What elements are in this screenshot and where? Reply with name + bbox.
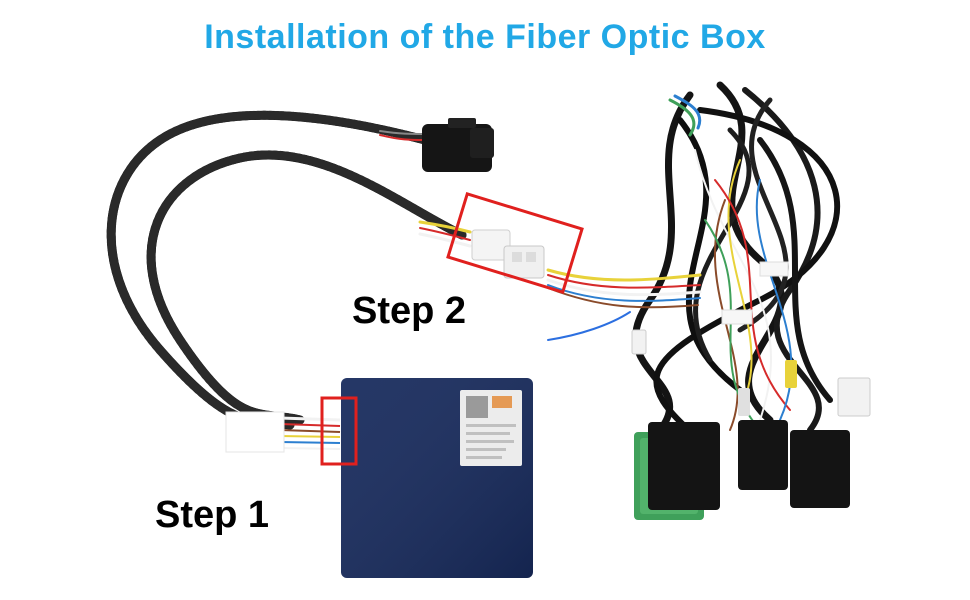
white-inline-connector <box>471 229 545 279</box>
vehicle-connectors <box>631 261 871 520</box>
qr-code-icon <box>466 396 488 418</box>
step1-highlight-box <box>320 396 358 466</box>
page-title: Installation of the Fiber Optic Box <box>204 18 766 56</box>
signal-wires <box>546 268 702 341</box>
brand-logo-icon <box>492 396 512 408</box>
loom-cables <box>106 110 472 430</box>
wire-harness-bundle <box>632 81 841 443</box>
top-black-connector <box>422 118 494 172</box>
fiber-optic-box <box>341 378 533 578</box>
step-2-label: Step 2 <box>352 290 467 332</box>
step2-highlight-box <box>446 192 584 294</box>
step-1-label: Step 1 <box>155 494 270 536</box>
box-input-wires <box>225 411 341 453</box>
